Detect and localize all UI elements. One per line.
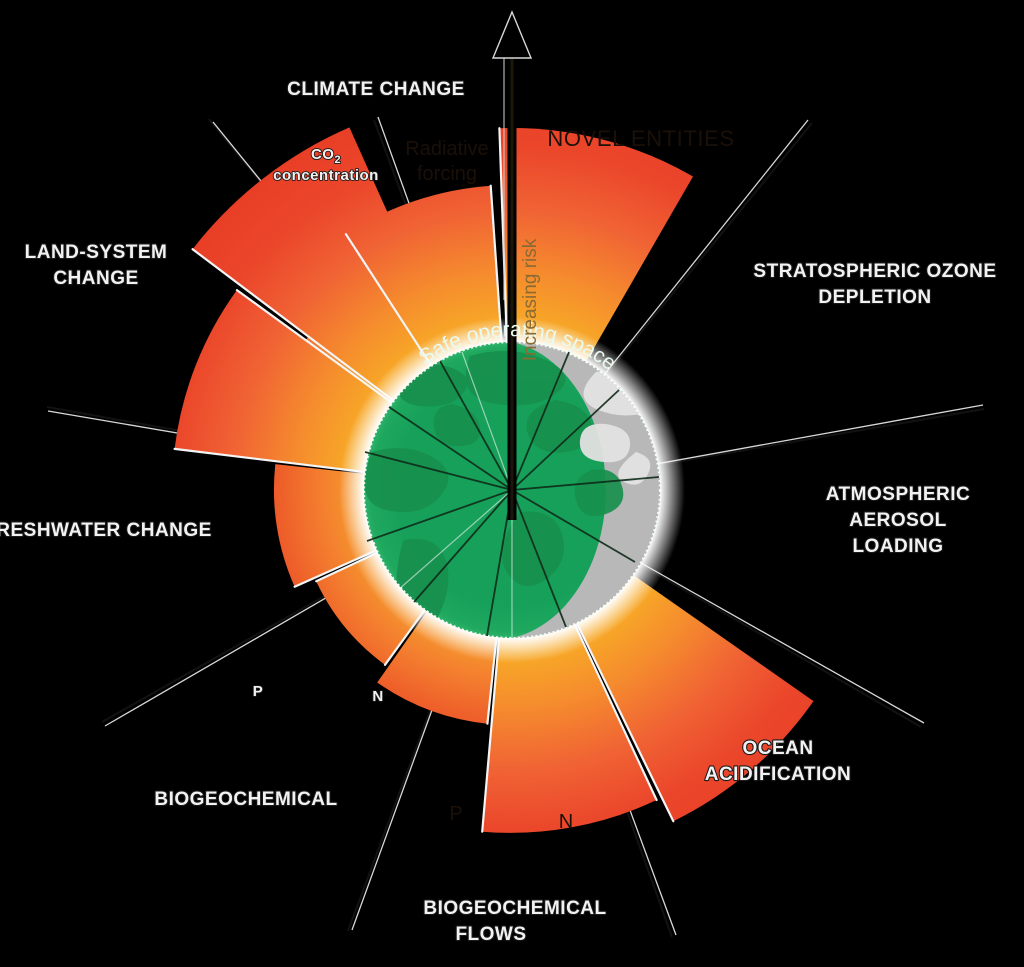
label-biogeo-2: FLOWS: [455, 924, 526, 945]
globe-spokes: [364, 351, 660, 637]
label-p-final: P: [449, 803, 462, 825]
label-ocean-acidification-1: OCEAN: [742, 738, 813, 759]
increasing-risk-arrow: [491, 10, 533, 520]
label-n-final: N: [559, 811, 573, 833]
label-co2-concentration-line2: concentration: [273, 167, 379, 184]
label-atmospheric-aerosol-3: LOADING: [852, 536, 943, 557]
label-biogeo-1: BIOGEOCHEMICAL: [423, 898, 606, 919]
label-radiative-forcing-line1: Radiative: [405, 138, 488, 160]
label-biosphere-integrity-2: CHANGE: [53, 268, 138, 289]
label-blue-water-line1: P: [253, 683, 264, 700]
label-green-water-line1: N: [372, 688, 383, 705]
label-land-system-change-1: FRESHWATER CHANGE: [0, 520, 212, 541]
increasing-risk-label: Increasing risk: [520, 238, 541, 361]
label-climate-change: CLIMATE CHANGE: [287, 79, 465, 100]
label-atmospheric-aerosol-2: AEROSOL: [849, 510, 946, 531]
label-stratospheric-ozone-1: STRATOSPHERIC OZONE: [753, 261, 996, 282]
label-biosphere-integrity-1: LAND-SYSTEM: [25, 242, 168, 263]
label-radiative-forcing-line2: forcing: [417, 163, 477, 185]
label-atmospheric-aerosol-1: ATMOSPHERIC: [826, 484, 970, 505]
label-freshwater-change: BIOGEOCHEMICAL: [154, 789, 337, 810]
label-stratospheric-ozone-2: DEPLETION: [818, 287, 931, 308]
label-co2-concentration-line1: CO2: [311, 146, 341, 166]
group-labels: CLIMATE CHANGE LAND-SYSTEM CHANGE STRATO…: [0, 78, 997, 946]
label-ocean-acidification-2: ACIDIFICATION: [705, 764, 852, 785]
globe-grey-crescent: [512, 342, 660, 638]
label-novel-entities: NOVEL ENTITIES: [547, 126, 734, 151]
sector-labels: CO2 concentration Radiative forcing NOVE…: [252, 126, 734, 833]
